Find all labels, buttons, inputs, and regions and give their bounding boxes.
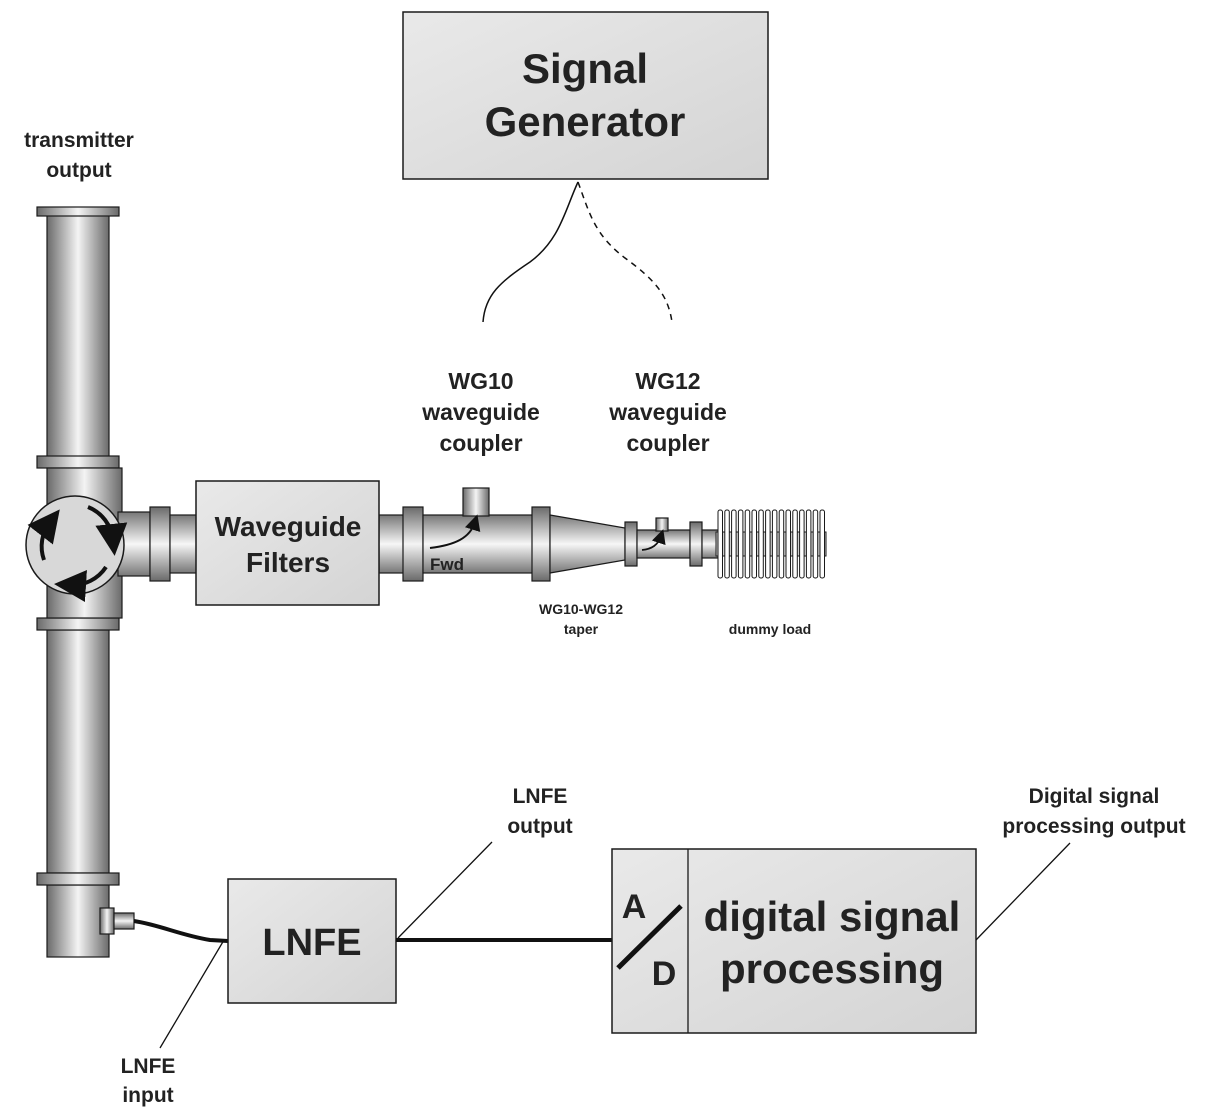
wg12-coupler-label-line3: coupler [626,430,709,456]
lnfe-input-cable [133,919,229,943]
dsp-label-line1: digital signal [704,893,961,940]
wg10-coupler-label-line3: coupler [439,430,522,456]
ad-slash [616,904,683,970]
ad-label-bottom: D [652,955,677,993]
vertical-waveguide [36,206,120,958]
wg12-coupler-label-line2: waveguide [608,399,727,425]
generator-cable-to-wg10 [482,181,579,323]
dummy-load-fin [744,509,751,579]
signal-generator-label-line1: Signal [522,45,648,92]
dummy-load-fin [724,509,730,579]
wg10-coupler-label-line1: WG10 [448,368,513,394]
circulator-arrow-icon [87,505,128,556]
transmitter-output-label-line2: output [46,159,111,182]
dummy-load-fin [819,509,825,579]
lnfe-label: LNFE [262,922,361,964]
dummy-load [715,509,827,579]
circulator-bottom-flange [36,617,120,631]
waveguide-filters-label-line1: Waveguide [215,511,362,542]
lnfe-input-label-line1: LNFE [121,1055,176,1078]
signal-generator-box: Signal Generator [402,11,769,180]
dsp-label-line2: processing [720,945,944,992]
signal-generator-label-line2: Generator [485,98,686,145]
lnfe-output-label-line1: LNFE [513,785,568,808]
dummy-load-fin [751,509,757,579]
wg12-coupler [636,529,691,559]
dummy-load-fin [758,509,764,579]
dummy-load-fin [799,509,805,579]
top-flange [36,206,120,217]
dummy-load-fin [765,509,771,579]
dsp-output-label-line2: processing output [1002,815,1185,838]
lnfe-input-label-line2: input [122,1084,173,1107]
wg12-coupler-port [655,517,669,532]
wg12-fwd-arrow-icon [641,529,666,551]
lnfe-box: LNFE [227,878,397,1004]
waveguide-filters-box: Waveguide Filters [195,480,380,606]
wg10-coupler-port [462,487,490,517]
waveguide-filters-label-line2: Filters [246,547,330,578]
dsp-output-label-line1: Digital signal [1029,785,1160,808]
circulator-arrow-icon [27,509,60,561]
lnfe-output-label-line2: output [507,815,572,838]
circulator-arrow-icon [54,565,108,602]
dummy-load-fin [771,509,778,579]
fwd-label: Fwd [430,555,464,574]
dummy-load-fin [778,509,785,579]
dummy-load-fin [737,509,744,579]
circulator [25,467,151,619]
generator-cable-to-wg12 [577,181,673,323]
lnfe-input-connector [99,907,135,935]
taper-label-line1: WG10-WG12 [539,601,623,617]
taper-label-line2: taper [564,621,599,637]
dummy-load-fin [731,509,737,579]
circulator-top-flange [36,455,120,469]
transmitter-output-label-line1: transmitter [24,129,134,152]
horizontal-waveguide: Fwd [149,487,721,582]
wg12-coupler-label-line1: WG12 [635,368,700,394]
dummy-load-fin [717,509,723,579]
lower-flange [36,872,120,886]
lnfe-input-leader [159,939,225,1049]
dsp-output-leader [975,842,1071,941]
dummy-load-label: dummy load [729,621,811,637]
dummy-load-fin [785,509,791,579]
dummy-load-fin [792,509,798,579]
dummy-load-fin [805,509,812,579]
lnfe-output-leader [397,841,493,939]
dummy-load-fin [812,509,819,579]
wg10-wg12-taper [549,514,626,574]
fwd-arrow-icon [429,514,481,549]
dsp-box: A D digital signal processing [611,848,977,1034]
ad-label-top: A [622,888,647,926]
wg10-coupler-label-line2: waveguide [421,399,540,425]
